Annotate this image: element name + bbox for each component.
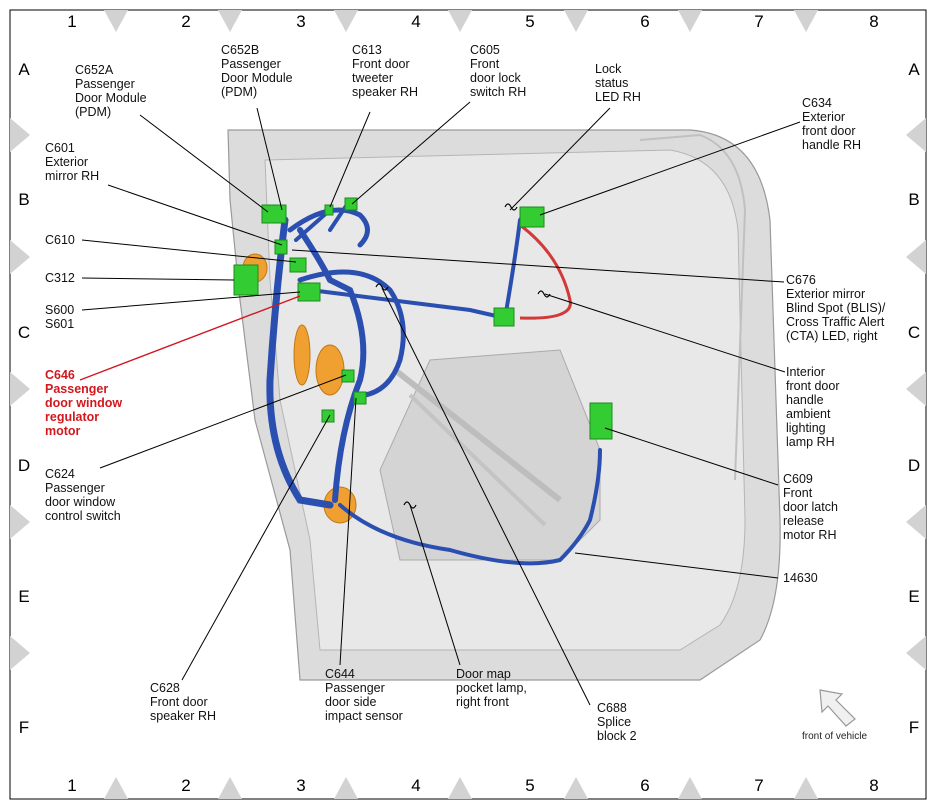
- red-wire: [519, 223, 572, 320]
- grid-row-b-right: B: [908, 190, 920, 209]
- label-c609: C609 Front door latch release motor RH: [783, 472, 838, 542]
- splice-markers: [375, 203, 551, 509]
- grid-row-f: F: [18, 718, 30, 737]
- label-c652a: C652A Passenger Door Module (PDM): [75, 63, 147, 119]
- grid-col-6: 6: [640, 12, 650, 31]
- grid-row-b: B: [18, 190, 30, 209]
- grid-row-a-right: A: [908, 60, 920, 79]
- grid-col-1: 1: [67, 12, 77, 31]
- highlight-leader: [79, 295, 301, 381]
- label-c652b: C652B Passenger Door Module (PDM): [221, 43, 293, 99]
- label-lock-status-led: Lock status LED RH: [595, 62, 641, 104]
- grid-col-4-bottom: 4: [411, 776, 421, 795]
- front-of-vehicle-arrow-icon: [819, 689, 856, 727]
- label-c601: C601 Exterior mirror RH: [45, 141, 100, 183]
- grid-col-8-bottom: 8: [869, 776, 879, 795]
- label-s600-s601: S600 S601: [45, 303, 75, 331]
- label-c646: C646 Passenger door window regulator mot…: [45, 368, 123, 438]
- label-interior-handle-lamp: Interior front door handle ambient light…: [786, 365, 840, 449]
- label-c610: C610: [45, 233, 75, 247]
- grid-col-2: 2: [181, 12, 191, 31]
- grid-col-8: 8: [869, 12, 879, 31]
- grid-row-c: C: [17, 323, 31, 342]
- label-c628: C628 Front door speaker RH: [150, 681, 216, 723]
- grid-row-e: E: [18, 587, 30, 606]
- label-c613: C613 Front door tweeter speaker RH: [352, 43, 418, 99]
- grid-col-7: 7: [754, 12, 764, 31]
- door-panel: [227, 129, 781, 681]
- grid-row-e-right: E: [908, 587, 920, 606]
- grid-row-c-right: C: [907, 323, 921, 342]
- grid-col-3-bottom: 3: [296, 776, 306, 795]
- grid-col-7-bottom: 7: [754, 776, 764, 795]
- grid-col-2-bottom: 2: [181, 776, 191, 795]
- grid-col-6-bottom: 6: [640, 776, 650, 795]
- label-c688: C688 Splice block 2: [597, 701, 637, 743]
- label-c624: C624 Passenger door window control switc…: [45, 467, 121, 523]
- label-c634: C634 Exterior front door handle RH: [802, 96, 862, 152]
- grid-row-d-right: D: [907, 456, 921, 475]
- label-c676: C676 Exterior mirror Blind Spot (BLIS)/ …: [786, 273, 886, 343]
- grid-col-5-bottom: 5: [525, 776, 535, 795]
- label-14630: 14630: [783, 571, 818, 585]
- label-door-map-lamp: Door map pocket lamp, right front: [456, 667, 527, 709]
- grid-col-5: 5: [525, 12, 535, 31]
- grid-col-1-bottom: 1: [67, 776, 77, 795]
- label-c605: C605 Front door lock switch RH: [470, 43, 527, 99]
- grid-col-3: 3: [296, 12, 306, 31]
- grid-markers: [10, 10, 926, 799]
- front-of-vehicle-label: front of vehicle: [802, 731, 868, 742]
- grid-row-a: A: [18, 60, 30, 79]
- grid-row-f-right: F: [908, 718, 920, 737]
- grid-col-4: 4: [411, 12, 421, 31]
- connectors: [233, 197, 613, 440]
- label-c644: C644 Passenger door side impact sensor: [325, 667, 403, 723]
- label-c312: C312: [45, 271, 75, 285]
- leader-lines: [81, 101, 801, 706]
- grid-row-d: D: [17, 456, 31, 475]
